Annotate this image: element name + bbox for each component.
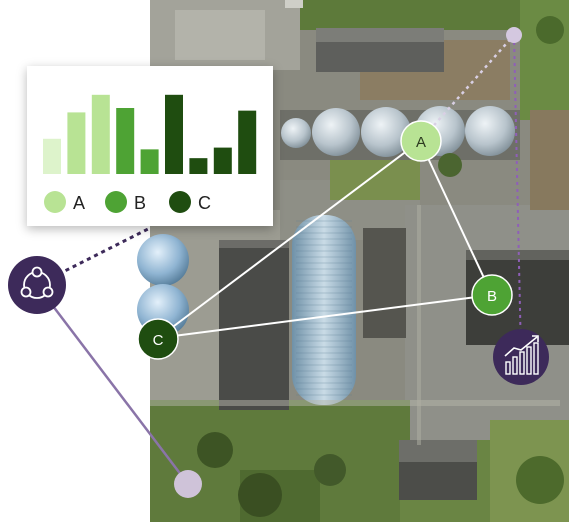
dotted-link-network-to-card [36, 226, 151, 287]
bar-4 [116, 108, 135, 174]
bar-5 [140, 149, 159, 174]
link-c-to-b [157, 294, 493, 339]
node-a[interactable]: A [400, 120, 442, 162]
bar-9 [238, 110, 257, 174]
growth-chart-icon[interactable] [493, 329, 549, 385]
bar-7 [189, 158, 208, 174]
network-triangle-icon[interactable] [8, 256, 66, 314]
dotted-link-top-to-growth [513, 34, 522, 356]
bar-1 [43, 138, 61, 174]
link-a-to-b [419, 140, 493, 296]
bar-2 [67, 112, 86, 174]
bar-8 [213, 147, 232, 174]
legend-swatch-c [169, 191, 191, 213]
solid-link-network-to-bottom [36, 284, 189, 485]
bar-chart-card: A B C [27, 66, 273, 226]
bar-3 [91, 94, 110, 174]
legend-label-b: B [134, 193, 146, 213]
aerial-photo [137, 0, 569, 522]
node-c[interactable]: C [137, 318, 179, 360]
dotted-link-a-to-top [419, 34, 515, 142]
node-b-label: B [487, 288, 497, 305]
legend-label-c: C [198, 193, 211, 213]
legend-swatch-b [105, 191, 127, 213]
top-endpoint-dot [506, 27, 522, 43]
legend-label-a: A [73, 193, 85, 213]
node-a-label: A [416, 134, 426, 151]
legend-swatch-a [44, 191, 66, 213]
connection-lines [36, 34, 522, 485]
node-b[interactable]: B [471, 274, 513, 316]
bar-6 [165, 94, 183, 174]
node-c-label: C [153, 332, 164, 349]
link-c-to-a [157, 140, 421, 339]
bottom-endpoint-dot [174, 470, 202, 498]
bar-chart: A B C [43, 94, 257, 213]
